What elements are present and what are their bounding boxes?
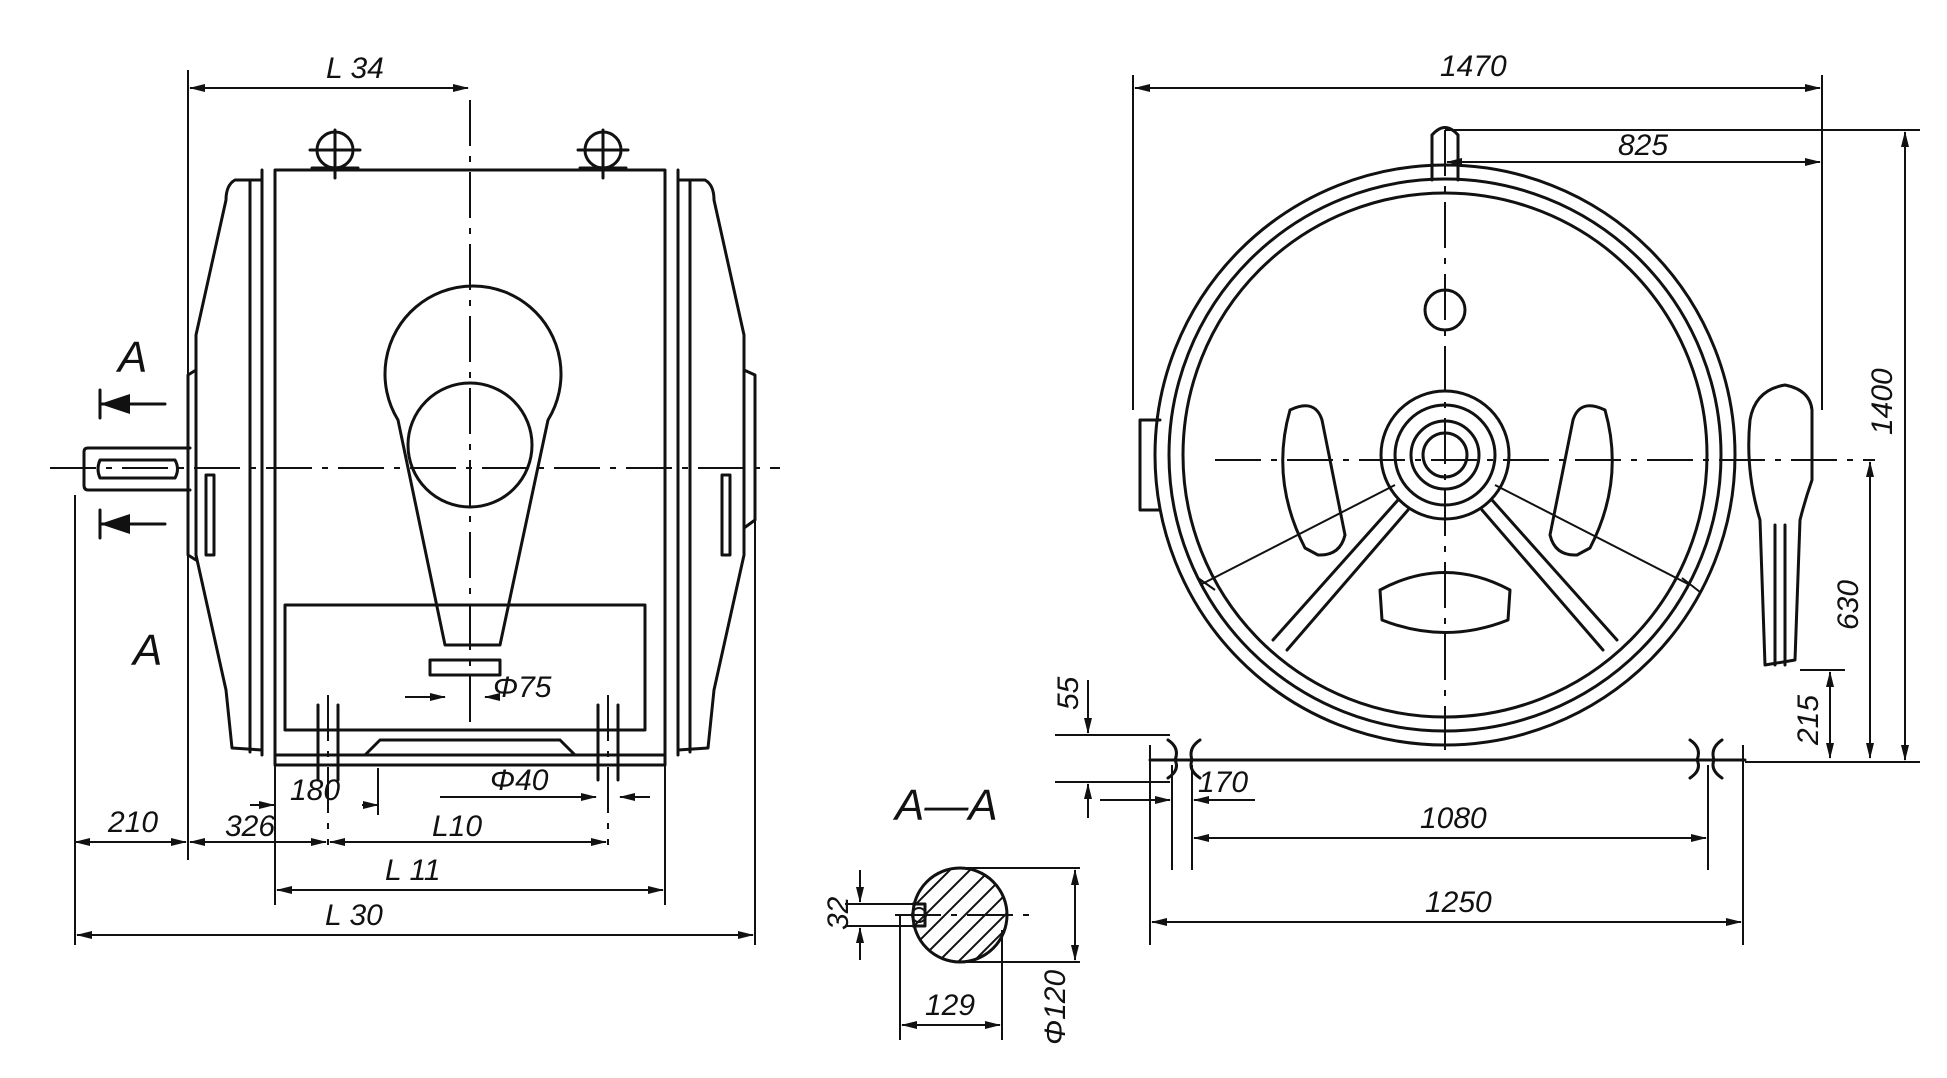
svg-text:L 11: L 11: [385, 854, 441, 887]
svg-text:215: 215: [1792, 695, 1825, 746]
svg-text:1400: 1400: [1866, 368, 1899, 435]
dimension-L30: L 30: [74, 495, 756, 945]
svg-text:1080: 1080: [1420, 802, 1487, 835]
motor-body-front: [1138, 126, 1875, 780]
lifting-eye-right: [576, 128, 630, 180]
lifting-eye-left: [308, 128, 362, 180]
dimension-215: 215: [1792, 669, 1845, 759]
dimension-L11: L 11: [274, 765, 666, 905]
svg-text:129: 129: [925, 989, 975, 1022]
dimension-210-326-L10: 210 326 L10: [74, 806, 607, 846]
svg-text:1470: 1470: [1440, 50, 1507, 83]
svg-text:Φ40: Φ40: [490, 764, 549, 797]
terminal-box: [383, 284, 563, 677]
dimension-180: 180: [250, 768, 379, 815]
dimension-1470: 1470: [1132, 50, 1823, 410]
shaft-section: [895, 866, 1030, 964]
svg-text:825: 825: [1618, 129, 1668, 162]
dimension-129: 129: [899, 915, 1003, 1040]
section-aa-title: A—A: [892, 781, 998, 830]
dimension-phi40: Φ40: [440, 764, 650, 801]
svg-text:Φ120: Φ120: [1039, 970, 1072, 1045]
svg-text:326: 326: [225, 810, 275, 843]
svg-text:Φ75: Φ75: [493, 671, 552, 704]
side-view: A A L 34 Φ75 Φ40 180 210: [50, 52, 780, 945]
svg-text:180: 180: [290, 774, 340, 807]
svg-text:32: 32: [822, 896, 855, 930]
svg-text:210: 210: [107, 806, 158, 839]
svg-text:L 30: L 30: [325, 899, 383, 932]
svg-text:630: 630: [1832, 580, 1865, 630]
front-view: 1470 825 1400 630 215 55: [1052, 50, 1920, 945]
dimension-170: 170: [1100, 765, 1255, 870]
section-arrow-top: [98, 388, 167, 420]
svg-text:55: 55: [1052, 676, 1085, 710]
svg-text:1250: 1250: [1425, 886, 1492, 919]
dimension-1080: 1080: [1193, 765, 1709, 870]
dimension-phi120: Φ120: [960, 867, 1080, 1045]
section-aa: A—A 32 129 Φ120: [822, 781, 1080, 1045]
dimension-L34: L 34: [187, 52, 469, 860]
section-mark-bottom: A: [130, 626, 162, 675]
dimension-phi75: Φ75: [405, 671, 552, 704]
dimension-630: 630: [1832, 461, 1874, 759]
dimension-825: 825: [1446, 129, 1821, 166]
svg-text:170: 170: [1198, 766, 1248, 799]
dimension-1250: 1250: [1149, 745, 1744, 945]
motor-body-side: [50, 100, 780, 845]
dimension-55: 55: [1052, 676, 1170, 818]
svg-text:L 34: L 34: [326, 52, 384, 85]
svg-text:L10: L10: [432, 810, 482, 843]
section-mark-top: A: [115, 333, 147, 382]
section-arrow-bottom: [98, 508, 167, 540]
dimension-1400: 1400: [1445, 129, 1920, 763]
